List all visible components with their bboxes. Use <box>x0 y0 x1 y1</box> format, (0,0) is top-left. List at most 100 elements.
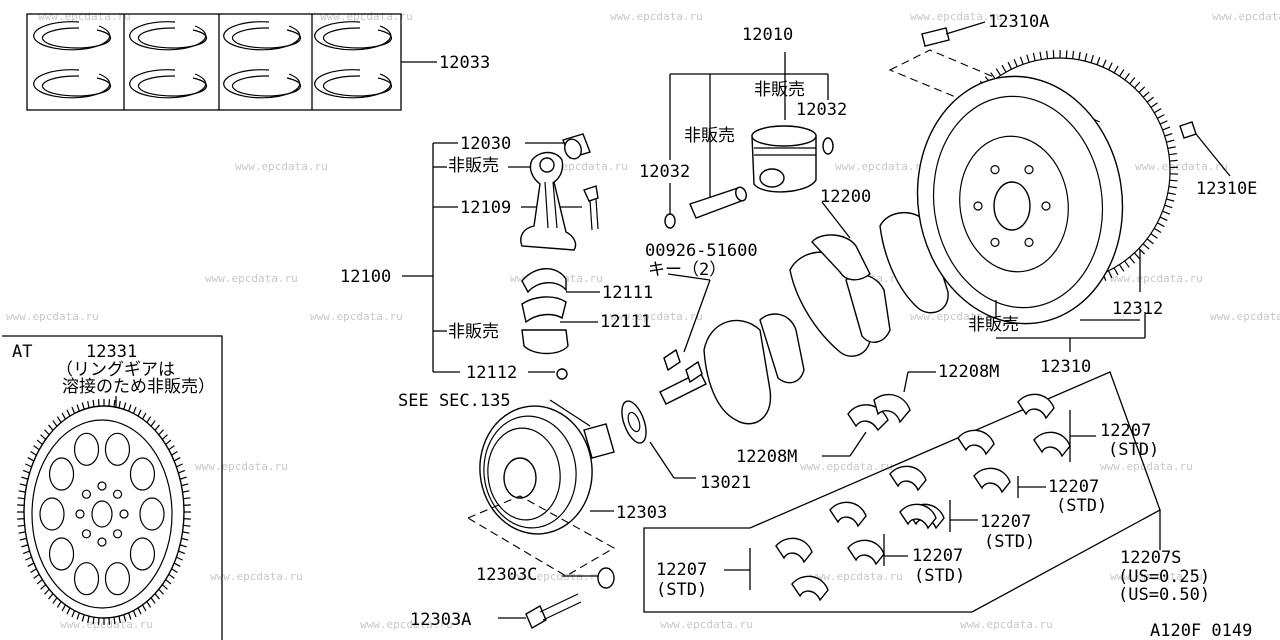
gear-tooth <box>168 573 175 579</box>
part-label-p12312: 12312 <box>1112 299 1163 319</box>
watermark-text: www.epcdata.ru <box>210 570 303 583</box>
gear-tooth <box>66 607 71 615</box>
bolt-hole <box>119 509 129 519</box>
watermark-text: www.epcdata.ru <box>660 618 753 631</box>
plate-cutout <box>48 537 75 571</box>
part-label-p12033: 12033 <box>439 53 490 73</box>
piston-ring <box>231 75 302 97</box>
gear-tooth <box>33 445 40 451</box>
piston-ring <box>314 69 392 99</box>
gear-tooth <box>81 402 85 410</box>
watermark-text: www.epcdata.ru <box>310 310 403 323</box>
gear-tooth <box>1001 64 1007 73</box>
part-label-p12207-4s: (STD) <box>914 566 965 586</box>
drawing-id: A120F 0149 <box>1150 621 1252 640</box>
piston-ring <box>223 21 301 51</box>
gear-tooth <box>1168 152 1177 156</box>
gear-tooth <box>52 597 58 604</box>
gear-tooth <box>87 400 90 408</box>
part-label-p12100: 12100 <box>340 267 391 287</box>
gear-tooth <box>178 469 186 474</box>
gear-tooth <box>17 497 25 500</box>
piston-ring <box>129 69 207 99</box>
gear-tooth <box>182 531 190 534</box>
gear-tooth <box>87 616 90 624</box>
watermark-text: www.epcdata.ru <box>910 10 1003 23</box>
gear-tooth <box>1142 91 1150 98</box>
gear-tooth <box>30 568 37 574</box>
watermark-text: www.epcdata.ru <box>1210 310 1280 323</box>
main-bearing-shell <box>1033 431 1071 458</box>
part-label-p12111b: 12111 <box>600 312 651 332</box>
part-label-p12207-1s: (STD) <box>1108 440 1159 460</box>
gear-tooth <box>81 614 85 622</box>
gear-tooth <box>52 420 58 427</box>
part-label-p12111-ns: 非販売 <box>448 322 499 342</box>
gear-tooth <box>142 412 147 420</box>
gear-tooth <box>1159 216 1168 221</box>
watermark-text: www.epcdata.ru <box>800 460 893 473</box>
gear-tooth <box>118 400 121 408</box>
gear-tooth <box>76 612 80 620</box>
watermark-text: www.epcdata.ru <box>610 310 703 323</box>
gear-tooth <box>183 524 191 527</box>
gear-tooth <box>1013 59 1018 67</box>
part-label-p12208m-top: 12208M <box>938 362 999 382</box>
gear-tooth <box>995 68 1002 76</box>
bolt-hole <box>990 165 1000 175</box>
gear-tooth <box>123 402 127 410</box>
gear-tooth <box>1107 270 1113 279</box>
gear-tooth <box>22 550 30 555</box>
part-label-p12010-ns2: 非販売 <box>684 126 735 146</box>
gear-tooth <box>76 404 80 412</box>
gear-tooth <box>1167 192 1176 196</box>
gear-tooth <box>21 544 29 548</box>
gear-tooth <box>113 399 116 407</box>
bolt-hole <box>112 529 123 539</box>
gear-tooth <box>1162 210 1171 215</box>
gear-tooth <box>18 490 26 493</box>
gear-tooth <box>1046 50 1049 59</box>
gear-tooth <box>48 593 54 600</box>
gear-tooth <box>17 524 25 527</box>
bolt-hole <box>97 481 107 491</box>
gear-tooth <box>44 429 50 436</box>
piston-ring <box>41 75 112 97</box>
watermark-text: www.epcdata.ru <box>1110 570 1203 583</box>
part-label-p12207-5: 12207 <box>656 560 707 580</box>
gear-tooth <box>1129 77 1136 85</box>
plate-cutout <box>73 432 100 466</box>
piston-ring <box>33 21 111 51</box>
gear-tooth <box>1113 267 1119 276</box>
part-label-p12207s: 12207S <box>1120 548 1181 568</box>
gear-tooth <box>1164 132 1173 137</box>
part-label-p12207-5s: (STD) <box>656 580 707 600</box>
watermark-text: www.epcdata.ru <box>205 272 298 285</box>
gear-tooth <box>118 616 121 624</box>
gear-tooth <box>1157 222 1165 228</box>
piston-ring-set <box>26 13 437 111</box>
part-label-p12200: 12200 <box>820 187 871 207</box>
main-bearing-shell <box>899 503 937 530</box>
part-label-p12010-ns: 非販売 <box>754 80 805 100</box>
gear-tooth <box>154 593 160 600</box>
gear-tooth <box>1159 120 1168 125</box>
gear-tooth <box>1124 72 1130 81</box>
gear-tooth <box>173 457 181 462</box>
watermark-text: www.epcdata.ru <box>1212 10 1280 23</box>
at-inset-note-line2: 溶接のため非販売） <box>62 377 215 397</box>
gear-tooth <box>44 588 50 595</box>
gear-tooth <box>1134 81 1141 89</box>
gear-tooth <box>92 617 95 625</box>
gear-tooth <box>1118 264 1125 272</box>
watermark-text: www.epcdata.ru <box>960 618 1053 631</box>
bolt-hole <box>112 489 123 499</box>
watermark-text: www.epcdata.ru <box>510 570 603 583</box>
main-bearing-shell <box>1017 393 1055 420</box>
part-label-p-key: キー（2） <box>648 260 726 280</box>
gear-tooth <box>1072 50 1075 59</box>
gear-tooth <box>181 483 189 487</box>
main-bearing-shell <box>775 537 813 564</box>
gear-tooth <box>179 544 187 548</box>
